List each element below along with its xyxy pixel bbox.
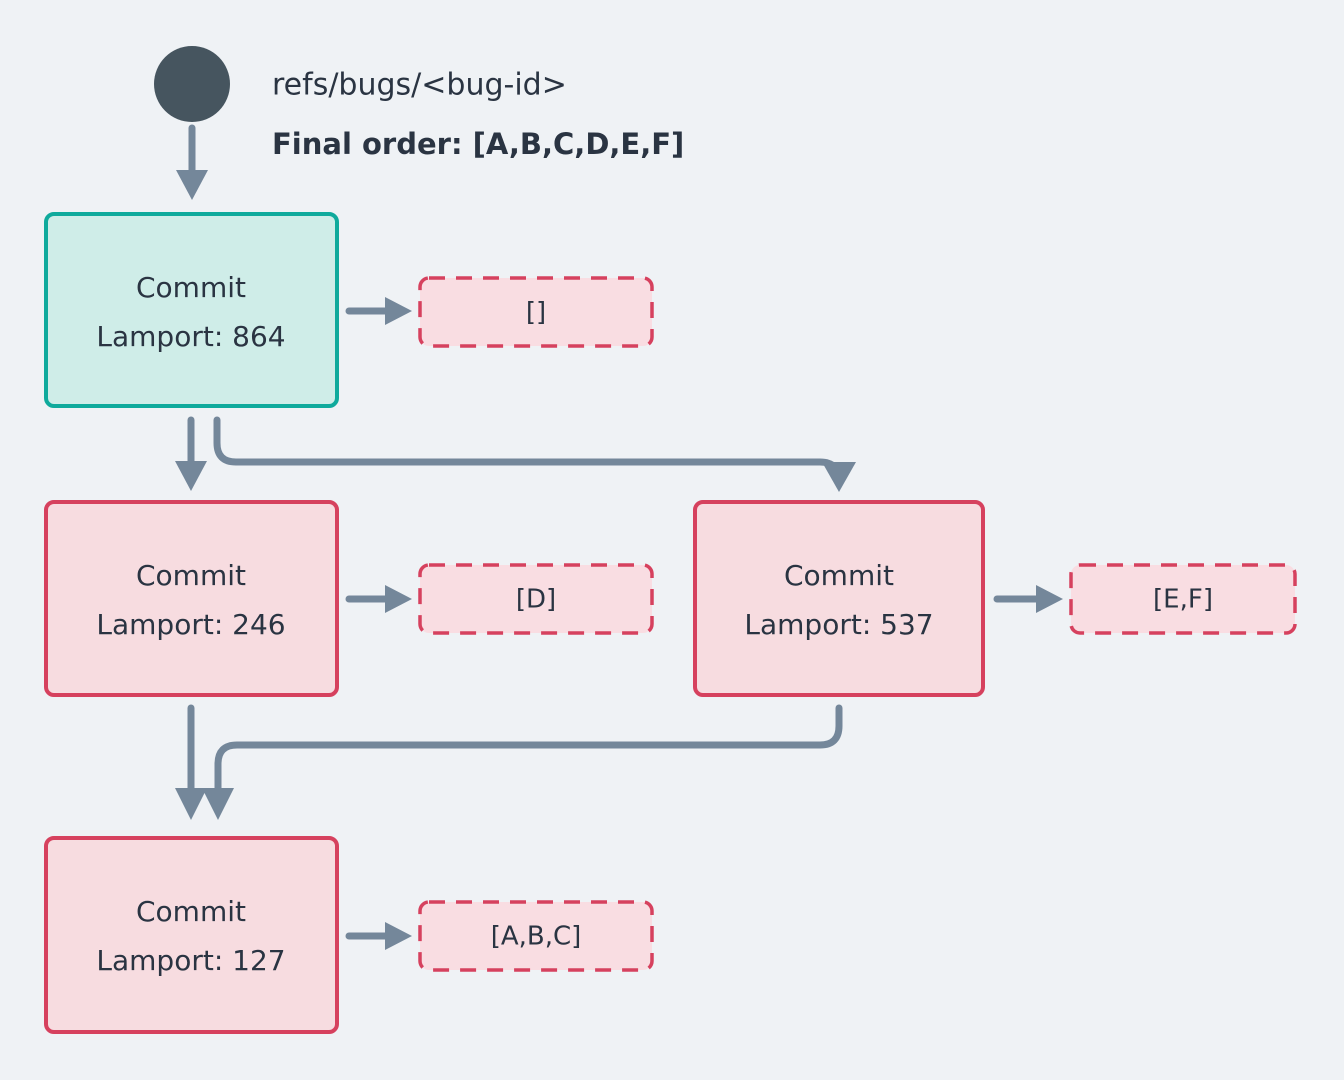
edge-c246-to-payload [345,585,412,613]
payload-box-537-label: [E,F] [1153,585,1213,615]
edge-c127-to-payload [345,922,412,950]
node-commit-246[interactable]: Commit Lamport: 246 [44,500,339,697]
payload-box-246: [D] [418,563,654,635]
edge-c537-to-payload [993,585,1063,613]
edge-c864-to-c246 [175,416,207,491]
payload-box-864-rect [418,276,654,348]
payload-box-864: [] [418,276,654,348]
node-commit-127[interactable]: Commit Lamport: 127 [44,836,339,1034]
node-commit-246-box[interactable] [44,500,339,697]
node-commit-864-title: Commit [136,271,246,304]
edge-root-to-c864 [176,124,208,200]
node-commit-246-lamport: Lamport: 246 [96,608,285,641]
final-order-label: Final order: [A,B,C,D,E,F] [272,127,684,161]
payload-box-246-label: [D] [516,585,556,615]
arrowhead-icon [175,461,207,491]
payload-box-127-rect [418,900,654,972]
edge-c864-to-payload [345,297,412,325]
edge-c246-to-c127 [175,704,207,820]
node-commit-246-title: Commit [136,559,246,592]
payload-box-864-label: [] [526,298,546,328]
arrowhead-icon [202,788,234,820]
payload-box-127-label: [A,B,C] [491,922,582,952]
arrowhead-icon [385,585,412,613]
node-commit-537-title: Commit [784,559,894,592]
payload-box-127: [A,B,C] [418,900,654,972]
node-commit-864[interactable]: Commit Lamport: 864 [44,212,339,408]
node-commit-537[interactable]: Commit Lamport: 537 [693,500,985,697]
root-ref-dot [154,46,230,122]
arrowhead-icon [385,922,412,950]
arrowhead-icon [176,170,208,200]
node-commit-127-lamport: Lamport: 127 [96,944,285,977]
arrowhead-icon [822,462,856,492]
payload-box-537: [E,F] [1069,563,1297,635]
node-commit-537-lamport: Lamport: 537 [744,608,933,641]
node-commit-537-box[interactable] [693,500,985,697]
arrowhead-icon [175,788,207,820]
node-commit-864-lamport: Lamport: 864 [96,320,285,353]
payload-box-537-rect [1069,563,1297,635]
edge-c864-to-c537 [213,416,856,492]
payload-box-246-rect [418,563,654,635]
node-commit-127-box[interactable] [44,836,339,1034]
edge-c537-to-c127 [202,704,843,820]
node-commit-864-box[interactable] [44,212,339,408]
ref-path-label: refs/bugs/<bug-id> [272,68,567,103]
arrowhead-icon [385,297,412,325]
node-commit-127-title: Commit [136,895,246,928]
arrowhead-icon [1036,585,1063,613]
